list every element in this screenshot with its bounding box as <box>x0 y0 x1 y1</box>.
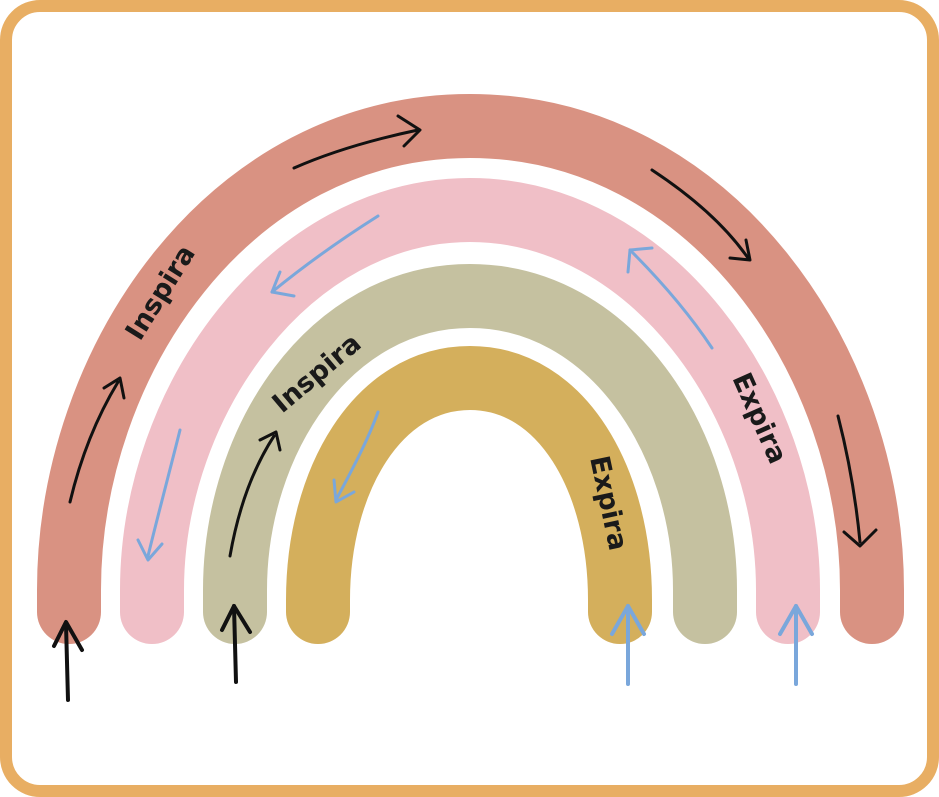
blue-arrow-icon <box>626 246 714 350</box>
black-arrow-icon <box>52 620 84 702</box>
inner-band <box>286 345 652 644</box>
black-arrow-icon <box>228 430 282 558</box>
black-arrow-icon <box>836 414 878 548</box>
blue-arrow-icon <box>610 604 646 686</box>
black-arrow-icon <box>292 114 422 170</box>
blue-arrow-icon <box>778 604 814 686</box>
outer-band <box>36 93 904 644</box>
blue-arrow-icon <box>136 428 182 562</box>
second-band <box>120 177 820 644</box>
blue-arrow-icon <box>332 410 380 504</box>
black-arrow-icon <box>220 604 252 684</box>
black-arrow-icon <box>650 168 752 262</box>
blue-arrow-icon <box>270 214 380 298</box>
black-arrow-icon <box>68 376 126 504</box>
